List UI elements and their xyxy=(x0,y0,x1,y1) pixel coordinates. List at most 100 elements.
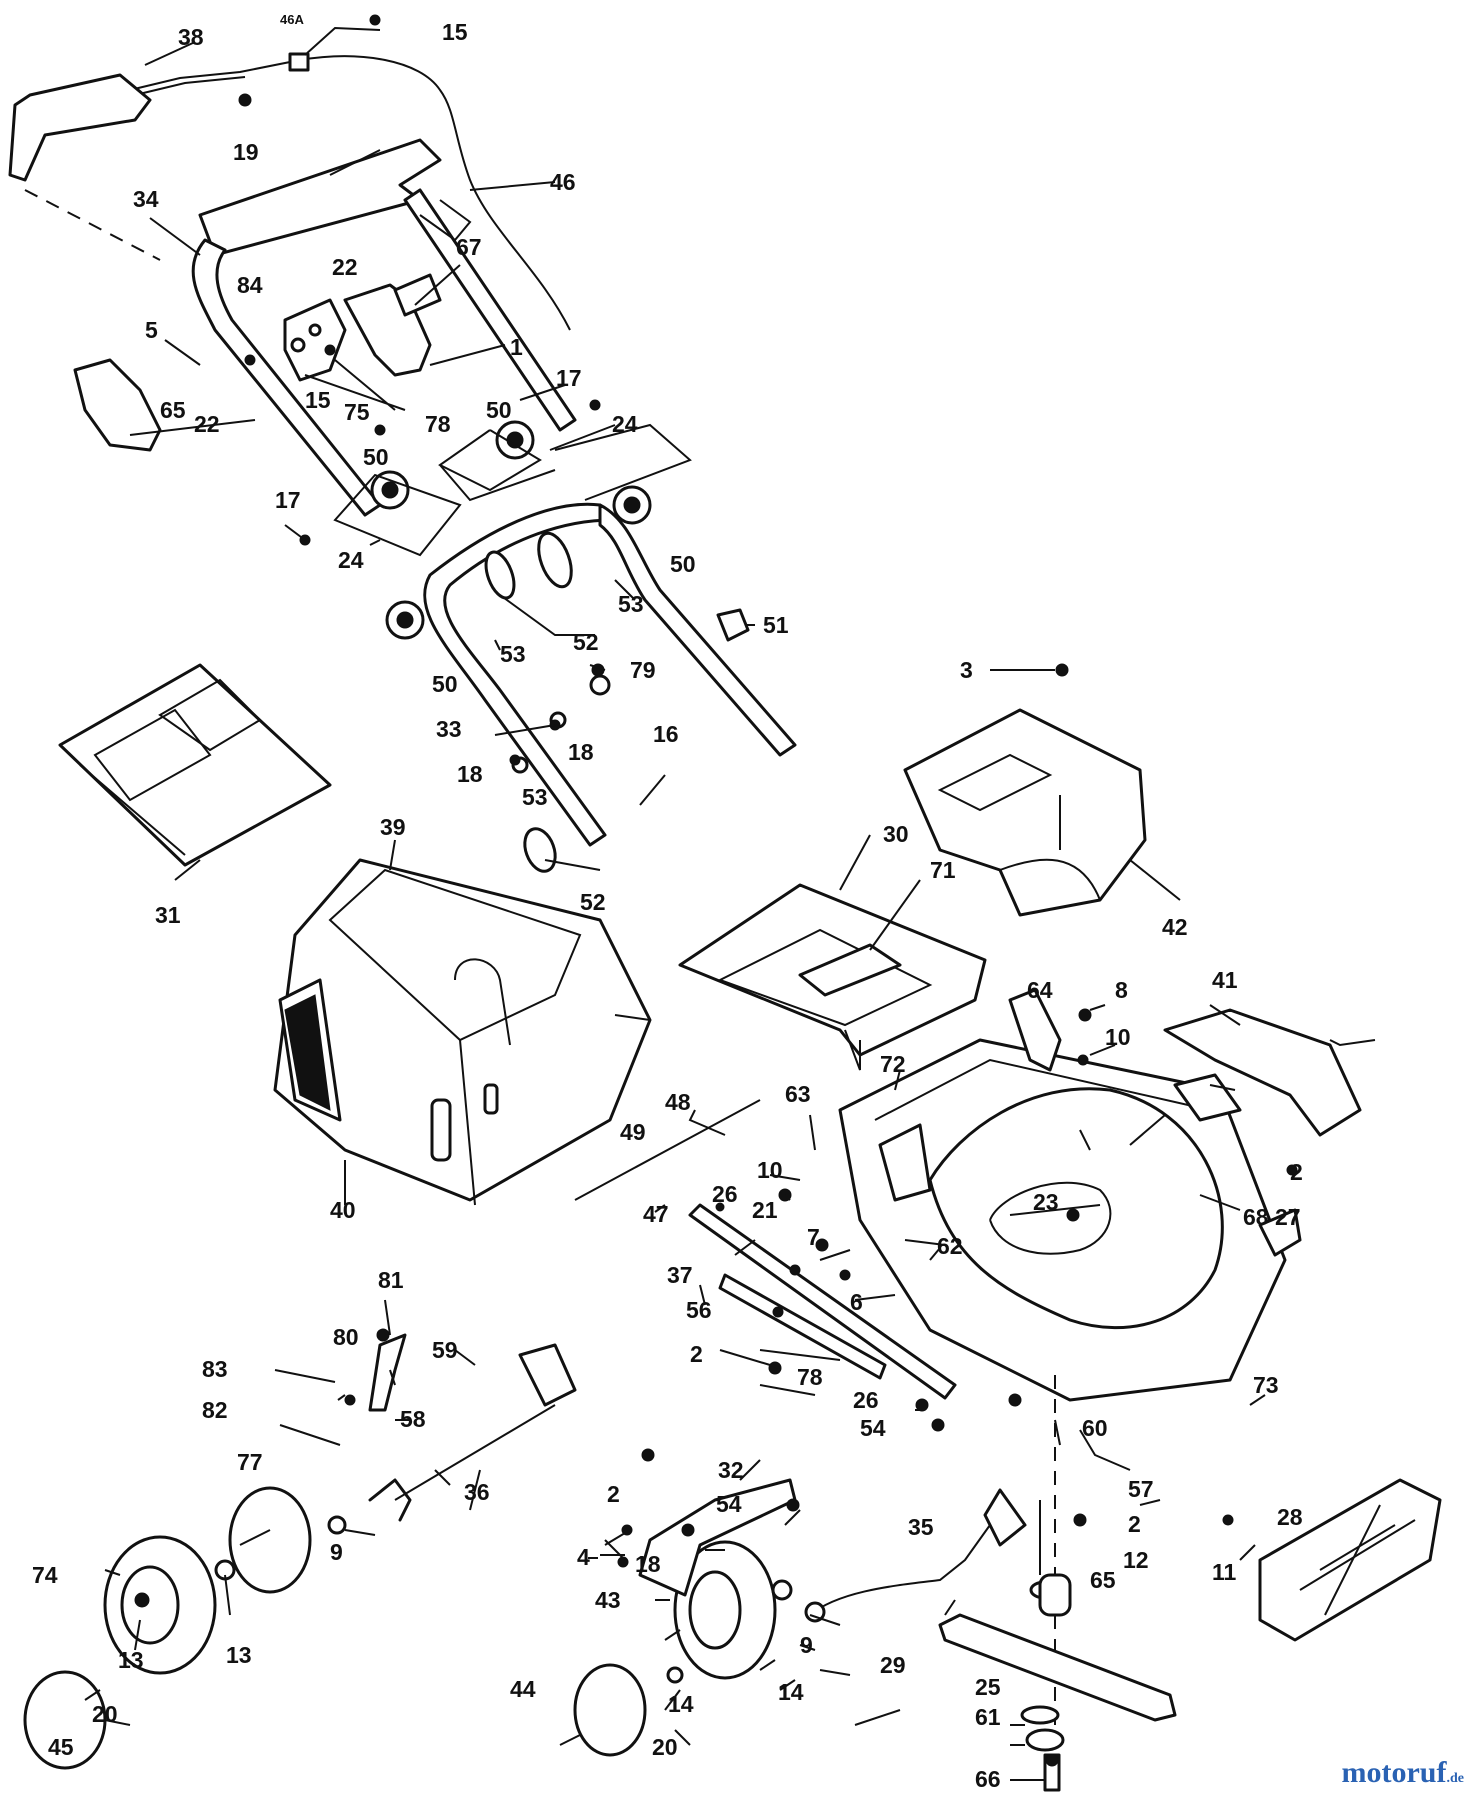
label: 24 xyxy=(338,547,364,573)
watermark-brand: motoruf xyxy=(1341,1756,1447,1789)
label: 5 xyxy=(145,317,158,343)
label: 23 xyxy=(1033,1189,1059,1215)
bracket xyxy=(1008,988,1062,1072)
label: 46A xyxy=(280,12,304,27)
height-adjust-lever xyxy=(804,1488,1027,1623)
label: 9 xyxy=(800,1632,813,1658)
label: 75 xyxy=(344,399,370,425)
label: 67 xyxy=(456,234,482,260)
label: 79 xyxy=(630,657,656,683)
label: 48 xyxy=(665,1089,691,1115)
label: 2 xyxy=(1290,1159,1303,1185)
label: 53 xyxy=(618,591,644,617)
label: 20 xyxy=(92,1701,118,1727)
label: 53 xyxy=(522,784,548,810)
label: 18 xyxy=(568,739,594,765)
label: 45 xyxy=(48,1734,74,1760)
label: 44 xyxy=(510,1676,536,1702)
handle-knobs xyxy=(333,420,692,640)
label: 73 xyxy=(1253,1372,1279,1398)
side-discharge-flap xyxy=(1163,1008,1362,1137)
label: 25 xyxy=(975,1674,1001,1700)
label: 15 xyxy=(305,387,331,413)
label: 65 xyxy=(160,397,186,423)
label: 14 xyxy=(778,1679,804,1705)
label: 52 xyxy=(580,889,606,915)
label: 81 xyxy=(378,1267,404,1293)
label: 12 xyxy=(1123,1547,1149,1573)
label: 17 xyxy=(556,365,582,391)
label: 65 xyxy=(1090,1567,1116,1593)
label: 53 xyxy=(500,641,526,667)
part-labels: 38 46A 15 19 46 34 67 22 84 1 5 15 75 65… xyxy=(32,12,1303,1792)
label: 13 xyxy=(226,1642,252,1668)
label: 8 xyxy=(1115,977,1128,1003)
label: 64 xyxy=(1027,977,1053,1003)
label: 50 xyxy=(486,397,512,423)
label: 40 xyxy=(330,1197,356,1223)
label: 2 xyxy=(607,1481,620,1507)
control-cable xyxy=(8,52,571,331)
label: 83 xyxy=(202,1356,228,1382)
label: 62 xyxy=(937,1233,963,1259)
label: 33 xyxy=(436,716,462,742)
label: 26 xyxy=(853,1387,879,1413)
grass-catcher xyxy=(273,858,652,1206)
watermark-tld: .de xyxy=(1446,1771,1465,1786)
label: 61 xyxy=(975,1704,1001,1730)
label: 7 xyxy=(807,1224,820,1250)
label: 52 xyxy=(573,629,599,655)
label: 37 xyxy=(667,1262,693,1288)
label: 9 xyxy=(330,1539,343,1565)
label: 19 xyxy=(233,139,259,165)
label: 72 xyxy=(880,1051,906,1077)
label: 71 xyxy=(930,857,956,883)
label: 34 xyxy=(133,186,159,212)
label: 10 xyxy=(1105,1024,1131,1050)
label: 41 xyxy=(1212,967,1238,993)
wheel-mount-bracket xyxy=(638,1478,797,1597)
label: 82 xyxy=(202,1397,228,1423)
label: 6 xyxy=(850,1289,863,1315)
label: 74 xyxy=(32,1562,58,1588)
label: 80 xyxy=(333,1324,359,1350)
label: 3 xyxy=(960,657,973,683)
label: 17 xyxy=(275,487,301,513)
mower-deck xyxy=(838,1038,1302,1402)
label: 22 xyxy=(194,411,220,437)
label: 39 xyxy=(380,814,406,840)
label: 78 xyxy=(425,411,451,437)
label: 4 xyxy=(577,1544,590,1570)
label: 18 xyxy=(635,1551,661,1577)
label: 30 xyxy=(883,821,909,847)
label: 49 xyxy=(620,1119,646,1145)
label: 1 xyxy=(510,334,523,360)
label: 56 xyxy=(686,1297,712,1323)
label: 68 xyxy=(1243,1204,1269,1230)
label: 50 xyxy=(363,444,389,470)
rear-deck-cover xyxy=(678,883,987,1071)
label: 14 xyxy=(668,1691,694,1717)
label: 46 xyxy=(550,169,576,195)
label: 36 xyxy=(464,1479,490,1505)
label: 50 xyxy=(670,551,696,577)
label: 28 xyxy=(1277,1504,1303,1530)
right-front-wheel xyxy=(573,1540,793,1757)
label: 18 xyxy=(457,761,483,787)
label: 54 xyxy=(716,1491,742,1517)
label: 59 xyxy=(432,1337,458,1363)
label: 29 xyxy=(880,1652,906,1678)
label: 35 xyxy=(908,1514,934,1540)
blade-assembly xyxy=(938,1375,1177,1792)
label: 15 xyxy=(442,19,468,45)
label: 84 xyxy=(237,272,263,298)
label: 54 xyxy=(860,1415,886,1441)
front-bumper xyxy=(1258,1478,1442,1642)
label: 31 xyxy=(155,902,181,928)
rear-axle-assembly xyxy=(274,1333,577,1522)
site-watermark: motoruf.de xyxy=(1342,1756,1464,1790)
label: 63 xyxy=(785,1081,811,1107)
label: 38 xyxy=(178,24,204,50)
label: 2 xyxy=(690,1341,703,1367)
